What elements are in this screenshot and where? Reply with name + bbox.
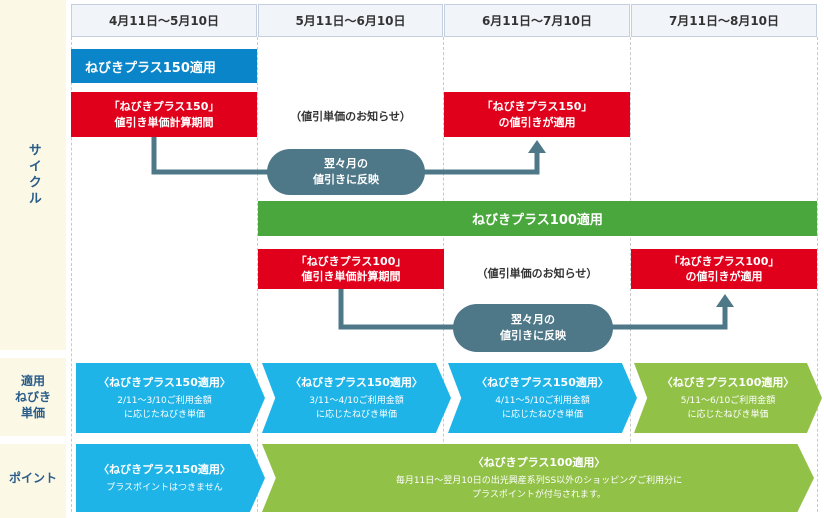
rate-chevron-2: 〈ねびきプラス150適用〉 3/11〜4/10ご利用金額 に応じたねびき単価 <box>262 363 451 433</box>
column-line <box>817 37 818 512</box>
point-chevron-1: 〈ねびきプラス150適用〉 プラスポイントはつきません <box>76 444 265 512</box>
plan100-reflect-pill: 翌々月の 値引きに反映 <box>453 304 613 352</box>
column-line <box>257 37 258 512</box>
column-line <box>630 37 631 512</box>
plan150-calc-period-box: 「ねびきプラス150」 値引き単価計算期間 <box>71 92 257 137</box>
plan100-bar: ねびきプラス100適用 <box>258 201 817 236</box>
rate-chevron-1: 〈ねびきプラス150適用〉 2/11〜3/10ご利用金額 に応じたねびき単価 <box>76 363 265 433</box>
plan100-applied-box: 「ねびきプラス100」 の値引きが適用 <box>631 249 817 289</box>
row-divider <box>0 350 824 358</box>
row-label-rate: 適用 ねびき 単価 <box>14 373 51 421</box>
row-label-column <box>0 0 66 518</box>
plan150-arrow-head <box>528 140 546 153</box>
column-line <box>71 37 72 512</box>
plan100-notice: （値引単価のお知らせ） <box>476 267 598 280</box>
row-label-point: ポイント <box>8 470 57 485</box>
row-label-cycle: サイクル <box>25 143 41 207</box>
plan150-reflect-pill: 翌々月の 値引きに反映 <box>267 149 425 195</box>
point-chevron-2: 〈ねびきプラス100適用〉 毎月11日〜翌月10日の出光興産系列SS以外のショッ… <box>262 444 814 512</box>
row-divider <box>0 436 824 444</box>
period-header-3: 6月11日〜7月10日 <box>444 4 630 37</box>
plan150-notice: （値引単価のお知らせ） <box>290 110 411 123</box>
period-header-4: 7月11日〜8月10日 <box>631 4 817 37</box>
period-header-2: 5月11日〜6月10日 <box>258 4 443 37</box>
rate-chevron-4: 〈ねびきプラス100適用〉 5/11〜6/10ご利用金額 に応じたねびき単価 <box>634 363 822 433</box>
rate-chevron-3: 〈ねびきプラス150適用〉 4/11〜5/10ご利用金額 に応じたねびき単価 <box>448 363 637 433</box>
plan100-calc-period-box: 「ねびきプラス100」 値引き単価計算期間 <box>258 249 444 289</box>
plan150-applied-box: 「ねびきプラス150」 の値引きが適用 <box>444 92 630 137</box>
period-header-1: 4月11日〜5月10日 <box>71 4 257 37</box>
plan100-arrow-head <box>716 294 734 307</box>
plan150-bar: ねびきプラス150適用 <box>71 49 257 83</box>
